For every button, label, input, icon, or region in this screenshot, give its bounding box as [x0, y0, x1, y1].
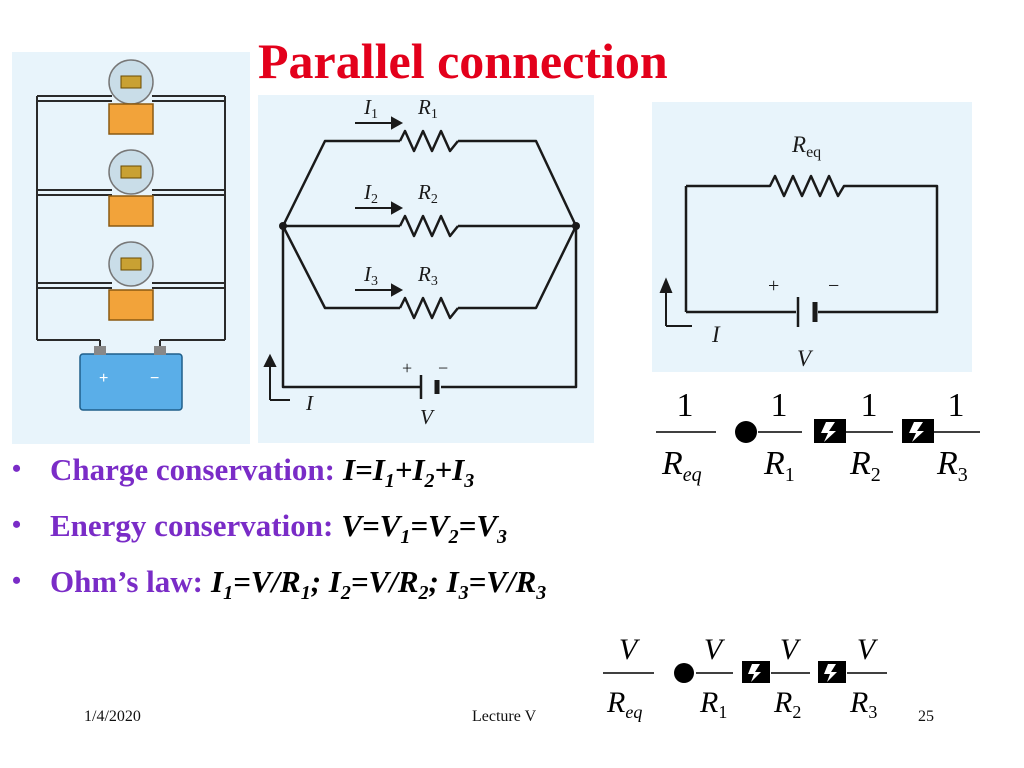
bullet-dot: •	[12, 454, 22, 483]
svg-text:I3: I3	[363, 262, 378, 289]
svg-text:Req: Req	[791, 132, 821, 161]
recip-numerator-eq: 1	[677, 387, 694, 424]
bullet-label: Ohm’s law:I1=V/R1; I2=V/R2; I3=V/R3	[50, 564, 547, 605]
resistor-label-2: R	[417, 180, 431, 204]
minus-label: −	[438, 358, 448, 378]
volt-denominator-eq: R	[606, 686, 625, 719]
volt-numerator-eq: V	[619, 633, 641, 666]
bullet-dot: •	[12, 566, 22, 595]
footer-lecture: Lecture V	[472, 708, 537, 725]
current-label-3: I	[363, 262, 372, 286]
equals-dot	[735, 421, 757, 443]
recip-denominator-3: R	[936, 445, 958, 482]
svg-text:R3: R3	[849, 686, 877, 722]
eq-plus-label: +	[768, 275, 779, 297]
svg-text:R3: R3	[417, 262, 438, 289]
eq-current-label: I	[711, 322, 721, 347]
battery-plus-label: +	[99, 370, 108, 387]
current-label-1: I	[363, 95, 372, 119]
volt-denominator-2: R	[773, 686, 792, 719]
svg-text:I1: I1	[363, 95, 378, 122]
volt-numerator-1: V	[704, 633, 726, 666]
volt-plus-glyph-2	[818, 661, 846, 683]
bullet-label: Charge conservation:I=I1+I2+I3	[50, 452, 475, 493]
svg-text:Req: Req	[606, 686, 642, 722]
bullet-formula: I1=V/R1; I2=V/R2; I3=V/R3	[211, 564, 547, 605]
recip-numerator-1: 1	[771, 387, 788, 424]
svg-text:R1: R1	[699, 686, 727, 722]
svg-text:Req: Req	[661, 445, 702, 486]
svg-text:R1: R1	[417, 95, 438, 122]
bullet-dot: •	[12, 510, 22, 539]
bullet-formula: V=V1=V2=V3	[341, 508, 507, 549]
plus-glyph-2	[902, 419, 934, 443]
bulb-2	[108, 149, 154, 227]
recip-denominator-2: R	[849, 445, 871, 482]
plus-glyph-1	[814, 419, 846, 443]
bullet-formula: I=I1+I2+I3	[342, 452, 475, 493]
voltage-equation: V V V V Req R1 R2 R3	[603, 633, 887, 722]
parallel-resistor-diagram: I1 R1 I2 R2 I3 R3 I V + −	[258, 95, 594, 443]
volt-denominator-1: R	[699, 686, 718, 719]
recip-denominator-eq: R	[661, 445, 683, 482]
slide-title: Parallel connection	[258, 33, 668, 89]
battery-minus-label: −	[150, 370, 159, 387]
bullet-label: Energy conservation:V=V1=V2=V3	[50, 508, 507, 549]
footer-page-number: 25	[918, 708, 934, 725]
svg-text:R2: R2	[773, 686, 801, 722]
parallel-panel-background	[258, 95, 594, 443]
volt-equals-dot	[674, 663, 694, 683]
resistor-label-1: R	[417, 95, 431, 119]
equivalent-circuit-diagram: Req I V + −	[652, 102, 972, 372]
source-voltage-label: V	[420, 405, 435, 429]
svg-text:R2: R2	[417, 180, 438, 207]
equivalent-resistor-label: R	[791, 132, 806, 157]
lamp-circuit-diagram: + −	[12, 52, 250, 444]
svg-text:R1: R1	[763, 445, 795, 486]
current-label-2: I	[363, 180, 372, 204]
eq-minus-label: −	[828, 275, 839, 297]
svg-text:I2: I2	[363, 180, 378, 207]
svg-text:R3: R3	[936, 445, 968, 486]
volt-denominator-3: R	[849, 686, 868, 719]
bulb-3	[108, 241, 154, 321]
eq-voltage-label: V	[797, 346, 814, 371]
equivalent-panel-background	[652, 102, 972, 372]
recip-numerator-3: 1	[948, 387, 965, 424]
svg-text:R2: R2	[849, 445, 881, 486]
reciprocal-equation: 1 1 1 1 Req R1 R2 R3	[656, 387, 980, 486]
volt-plus-glyph-1	[742, 661, 770, 683]
battery: + −	[79, 346, 183, 411]
volt-numerator-3: V	[857, 633, 879, 666]
volt-numerator-2: V	[780, 633, 802, 666]
recip-numerator-2: 1	[861, 387, 878, 424]
footer-date: 1/4/2020	[84, 708, 141, 725]
plus-label: +	[402, 358, 412, 378]
resistor-label-3: R	[417, 262, 431, 286]
bulb-1	[108, 59, 154, 135]
recip-denominator-1: R	[763, 445, 785, 482]
source-current-label: I	[305, 391, 314, 415]
